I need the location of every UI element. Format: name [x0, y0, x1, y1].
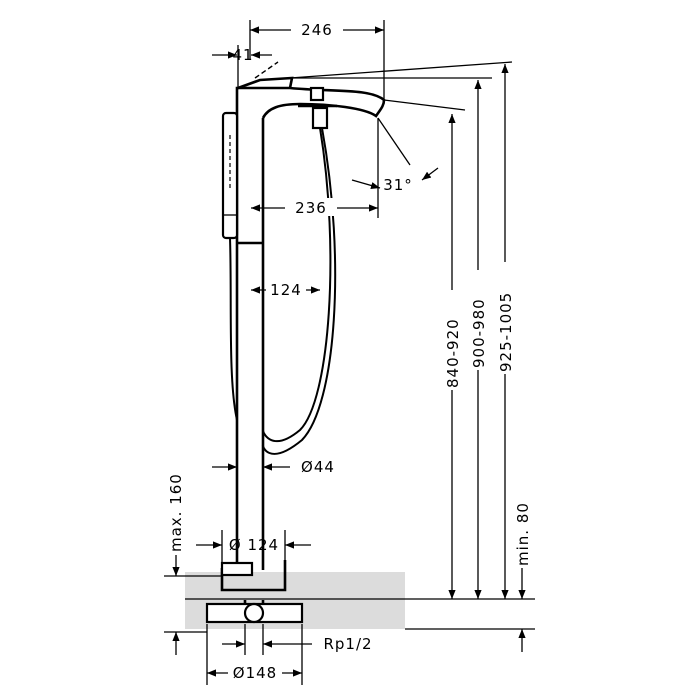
dim-max-160: max. 160 [167, 473, 185, 552]
label-bg-900 [469, 270, 487, 370]
dim-min-80: min. 80 [514, 502, 532, 566]
angle-arrow-right [421, 167, 439, 181]
angle-arrow-left [351, 179, 381, 189]
ext-top-low [383, 99, 466, 111]
dim-124: 124 [270, 281, 302, 299]
dim-236: 236 [295, 199, 327, 217]
dim-base: Ø 124 [229, 536, 279, 554]
label-bg-148 [228, 663, 282, 681]
hose-shower-side [229, 237, 238, 421]
dimensions: 246 41 31° 236 124 Ø44 [164, 20, 532, 685]
dim-246: 246 [301, 21, 333, 39]
dim-thread: Rp1/2 [323, 635, 372, 653]
ext-top-high [289, 61, 513, 79]
lever-motion [254, 61, 279, 79]
base-collar [220, 561, 254, 577]
dim-900-980: 900-980 [470, 298, 488, 368]
hose-outer [261, 127, 337, 455]
dim-148: Ø148 [233, 664, 277, 682]
dim-840-920: 840-920 [444, 318, 462, 388]
angle-leg [377, 117, 411, 166]
dim-41: 41 [232, 46, 253, 64]
hand-shower [221, 111, 239, 240]
lever [237, 76, 294, 90]
dim-44: Ø44 [301, 458, 335, 476]
spout [235, 86, 386, 119]
label-bg-246 [291, 20, 343, 38]
hose-connector [311, 106, 329, 130]
label-bg-840 [443, 290, 461, 390]
label-bg-236 [285, 198, 337, 216]
dim-angle: 31° [383, 176, 413, 194]
label-bg-925 [496, 262, 514, 374]
dim-925-1005: 925-1005 [497, 292, 515, 372]
diverter-knob [309, 86, 325, 102]
base [220, 560, 287, 592]
connector-circle [243, 602, 265, 624]
label-bg-124 [266, 280, 306, 298]
